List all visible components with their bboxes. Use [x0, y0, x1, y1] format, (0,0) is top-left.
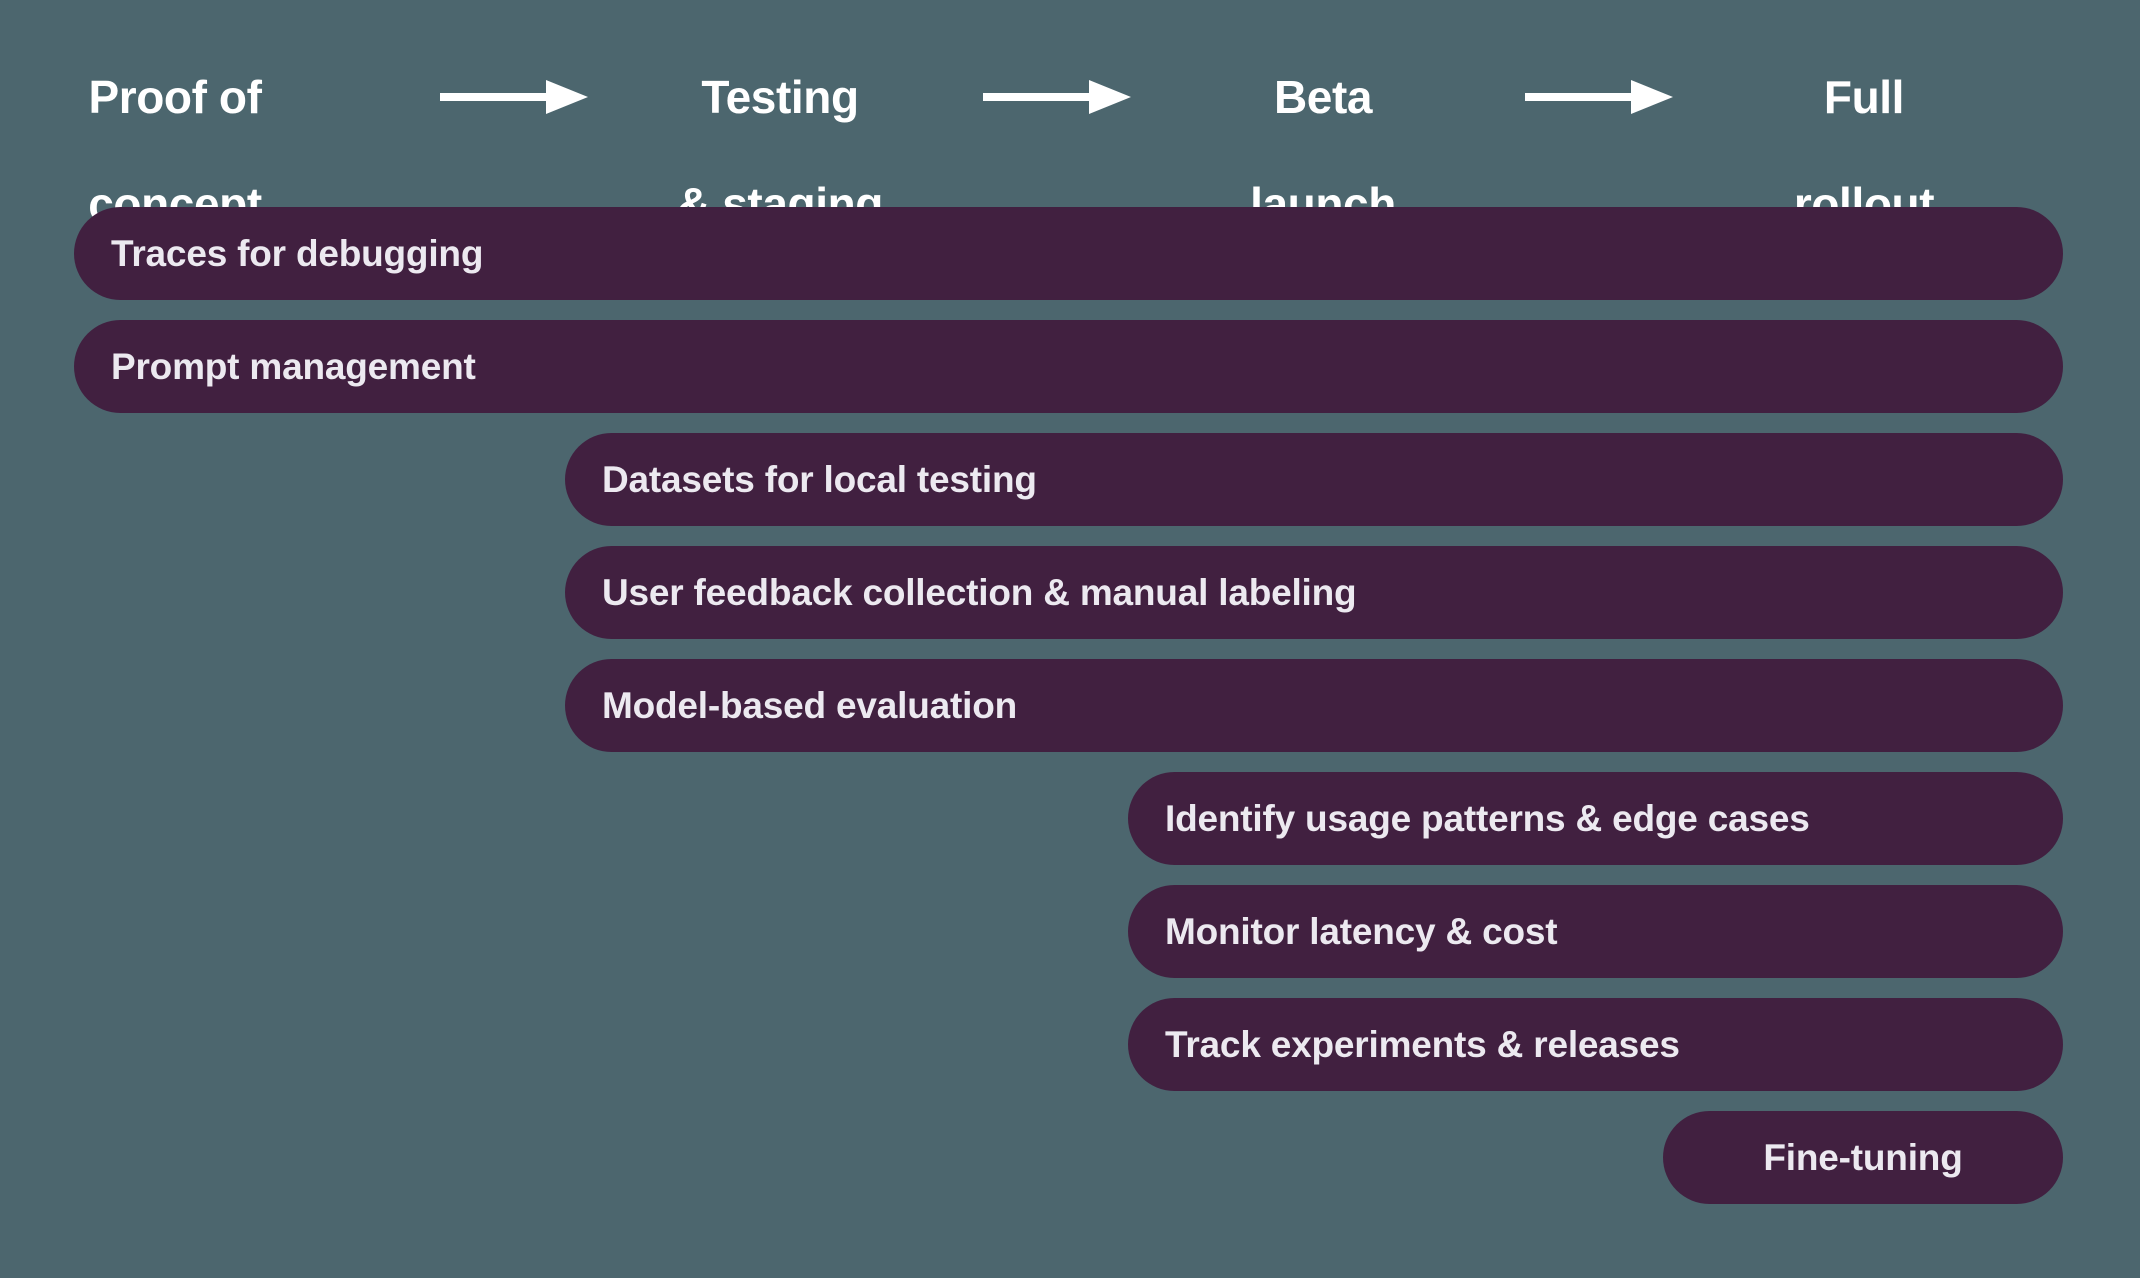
capability-bar-label: Track experiments & releases	[1165, 1023, 1680, 1065]
capability-bar-label: Datasets for local testing	[602, 458, 1037, 500]
capability-bar-monitor-latency-cost[interactable]: Monitor latency & cost	[1128, 885, 2063, 978]
right-arrow-icon	[440, 80, 588, 114]
capability-bar-label: Fine-tuning	[1763, 1136, 1963, 1178]
capability-bar-label: Identify usage patterns & edge cases	[1165, 797, 1810, 839]
stage-label-line-1: Beta	[1273, 71, 1373, 124]
capability-bar-user-feedback-collection[interactable]: User feedback collection & manual labeli…	[565, 546, 2063, 639]
capability-bar-label: Traces for debugging	[111, 232, 484, 274]
stage-label-line-1: Full	[1823, 71, 1905, 124]
capability-bar-label: Model-based evaluation	[602, 684, 1018, 726]
capability-bar-fine-tuning[interactable]: Fine-tuning	[1663, 1111, 2063, 1204]
capability-bar-label: Monitor latency & cost	[1165, 910, 1558, 952]
stage-label-line-1: Proof of	[88, 71, 262, 124]
stage-header-row: Proof of concept Testing & staging Beta …	[0, 18, 2140, 230]
capability-bar-label: Prompt management	[111, 345, 476, 387]
stage-label-line-1: Testing	[701, 71, 859, 124]
capability-bar-traces-for-debugging[interactable]: Traces for debugging	[74, 207, 2063, 300]
capability-bar-prompt-management[interactable]: Prompt management	[74, 320, 2063, 413]
capability-bar-datasets-for-local-testing[interactable]: Datasets for local testing	[565, 433, 2063, 526]
capability-bar-track-experiments-releases[interactable]: Track experiments & releases	[1128, 998, 2063, 1091]
capability-bar-model-based-evaluation[interactable]: Model-based evaluation	[565, 659, 2063, 752]
right-arrow-icon	[983, 80, 1131, 114]
right-arrow-icon	[1525, 80, 1673, 114]
capability-bar-label: User feedback collection & manual labeli…	[602, 571, 1357, 613]
capability-bar-identify-usage-patterns[interactable]: Identify usage patterns & edge cases	[1128, 772, 2063, 865]
